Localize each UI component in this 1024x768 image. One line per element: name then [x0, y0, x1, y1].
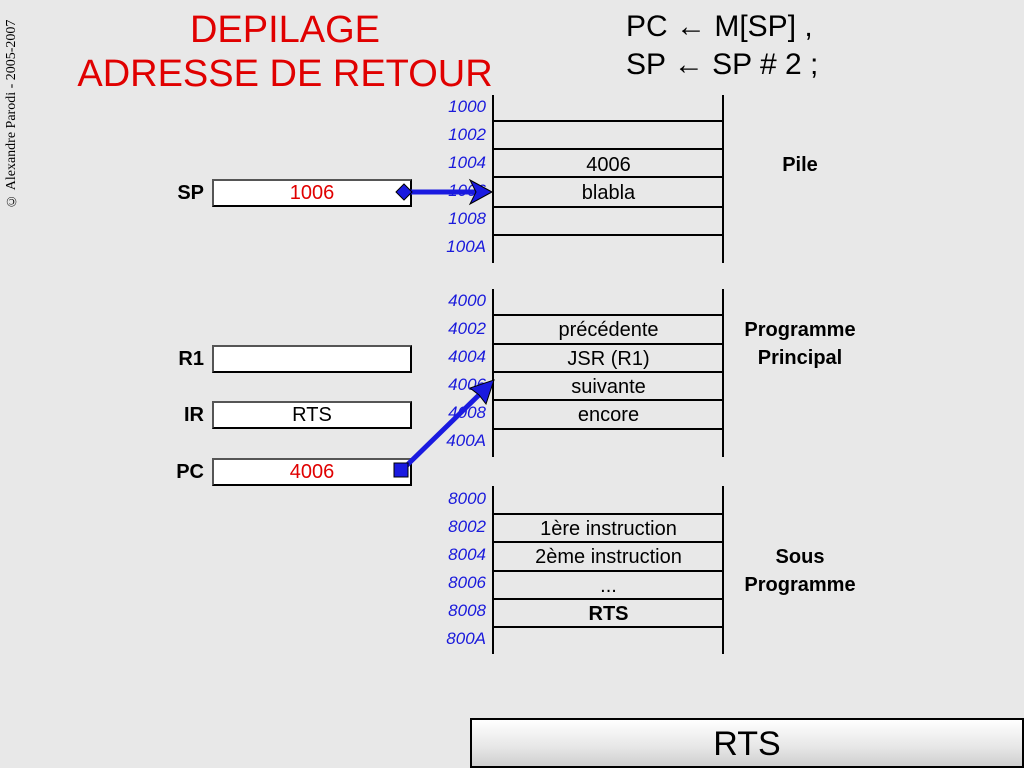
memory-cell: RTS: [588, 603, 629, 625]
memory-row-divider: [494, 598, 723, 600]
title-line-1: DEPILAGE: [189, 9, 381, 51]
memory-row-divider: [494, 234, 723, 236]
memory-column-right-border: [722, 95, 724, 263]
memory-column-left-border: [492, 486, 494, 654]
address-label: 8004: [448, 545, 486, 564]
register-box-r1: [212, 345, 412, 373]
address-label: 400A: [446, 431, 486, 450]
register-label-r1: R1: [178, 348, 204, 370]
register-label-sp: SP: [177, 182, 204, 204]
memory-cell: blabla: [581, 182, 636, 204]
address-label: 1008: [448, 209, 486, 228]
memory-cell: ...: [600, 575, 617, 597]
memory-row-divider: [494, 626, 723, 628]
memory-row-divider: [494, 570, 723, 572]
address-label: 8006: [448, 573, 486, 592]
memory-column-left-border: [492, 95, 494, 263]
segment-label-stack: Pile: [782, 154, 818, 176]
register-label-pc: PC: [176, 461, 204, 483]
address-label: 1002: [448, 125, 486, 144]
memory-cell: 1ère instruction: [540, 518, 677, 540]
title-line-2: ADRESSE DE RETOUR: [77, 53, 493, 95]
register-label-ir: IR: [184, 404, 204, 426]
register-box-sp: 1006: [212, 179, 412, 207]
memory-column-left-border: [492, 289, 494, 457]
memory-cell: suivante: [571, 376, 646, 398]
sp-pointer-arrow: [395, 178, 494, 206]
memory-cell: 2ème instruction: [535, 546, 682, 568]
current-instruction-box: RTS: [470, 718, 1024, 768]
memory-column-right-border: [722, 486, 724, 654]
memory-row-divider: [494, 120, 723, 122]
memory-row-divider: [494, 343, 723, 345]
memory-row-divider: [494, 428, 723, 430]
address-label: 1004: [448, 153, 486, 172]
memory-cell: 4006: [586, 154, 631, 176]
memory-row-divider: [494, 371, 723, 373]
address-label: 8008: [448, 601, 486, 620]
pc-pointer-arrow: [393, 379, 495, 478]
formula-line-1: PC ← M[SP] ,: [626, 10, 813, 43]
memory-column-right-border: [722, 289, 724, 457]
segment-label-subroutine: Sous Programme: [744, 546, 856, 596]
memory-row-divider: [494, 206, 723, 208]
formula-line-2: SP ← SP # 2 ;: [626, 48, 819, 81]
memory-row-divider: [494, 513, 723, 515]
address-label: 4004: [448, 347, 486, 366]
memory-row-divider: [494, 148, 723, 150]
memory-cell: JSR (R1): [567, 348, 650, 370]
memory-row-divider: [494, 314, 723, 316]
segment-label-main-program: Programme Principal: [744, 319, 856, 369]
register-box-pc: 4006: [212, 458, 412, 486]
address-label: 4002: [448, 319, 486, 338]
memory-row-divider: [494, 541, 723, 543]
address-label: 8002: [448, 517, 486, 536]
memory-row-divider: [494, 399, 723, 401]
address-label: 800A: [446, 629, 486, 648]
address-label: 8000: [448, 489, 486, 508]
memory-cell: précédente: [558, 319, 659, 341]
memory-row-divider: [494, 176, 723, 178]
address-label: 4000: [448, 291, 486, 310]
page-title: DEPILAGE ADRESSE DE RETOUR: [60, 8, 510, 96]
address-label: 100A: [446, 237, 486, 256]
address-label: 1000: [448, 97, 486, 116]
memory-cell: encore: [577, 404, 640, 426]
register-box-ir: RTS: [212, 401, 412, 429]
operation-formula: PC ← M[SP] , SP ← SP # 2 ;: [626, 8, 818, 84]
